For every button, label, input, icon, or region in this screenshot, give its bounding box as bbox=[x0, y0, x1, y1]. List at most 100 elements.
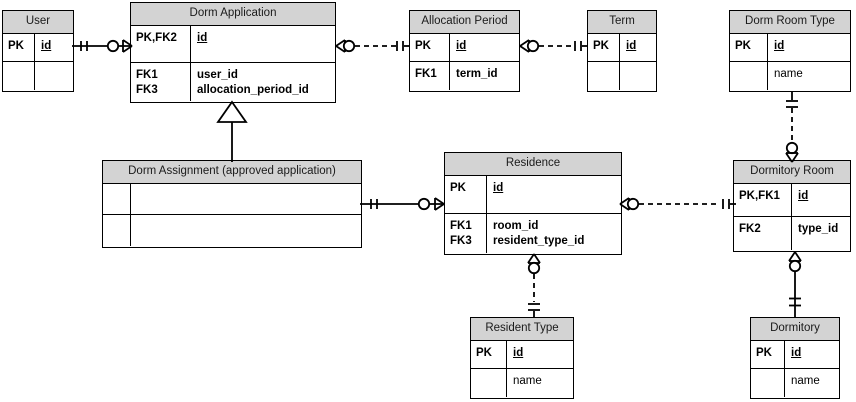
attribute-column-dorm-assignment-0 bbox=[131, 184, 361, 214]
key-column-dorm-room-type-0: PK bbox=[730, 33, 768, 61]
attribute-column-dorm-application-0: id bbox=[191, 26, 335, 63]
attribute-label: id bbox=[456, 39, 467, 52]
key-column-dormitory-room-0: PK,FK1 bbox=[734, 183, 792, 216]
connector-dorm-assignment-to-residence bbox=[358, 188, 448, 222]
key-column-term-0: PK bbox=[588, 33, 620, 61]
key-label: PK bbox=[476, 346, 492, 359]
key-label: FK3 bbox=[450, 234, 472, 247]
key-label: PK bbox=[593, 39, 609, 52]
attribute-label: name bbox=[513, 374, 542, 387]
key-column-allocation-period-1: FK1 bbox=[410, 61, 450, 91]
attribute-label: user_id bbox=[197, 69, 238, 82]
attribute-column-user-1 bbox=[35, 62, 73, 90]
entity-title-resident-type: Resident Type bbox=[471, 318, 573, 341]
attribute-label: id bbox=[791, 346, 802, 359]
key-label: FK3 bbox=[136, 83, 158, 96]
entity-title-user: User bbox=[3, 11, 73, 34]
key-column-dorm-application-0: PK,FK2 bbox=[131, 25, 191, 63]
key-label bbox=[735, 67, 763, 81]
entity-section-term-1 bbox=[588, 61, 656, 91]
attribute-column-allocation-period-1: term_id bbox=[450, 62, 519, 90]
entity-dorm-assignment[interactable]: Dorm Assignment (approved application) bbox=[102, 160, 362, 248]
key-label bbox=[593, 67, 615, 81]
attribute-column-resident-type-1: name bbox=[507, 369, 573, 397]
connector-user-to-dorm-application bbox=[70, 30, 136, 64]
entity-title-dorm-application: Dorm Application bbox=[131, 3, 335, 26]
connector-dormitory-room-to-dormitory bbox=[775, 250, 815, 320]
key-label: PK bbox=[735, 39, 751, 52]
entity-section-resident-type-0: PK id bbox=[471, 340, 573, 369]
key-label: PK,FK1 bbox=[739, 189, 780, 202]
attribute-label: id bbox=[774, 39, 785, 52]
key-label bbox=[108, 189, 126, 203]
entity-section-user-1 bbox=[3, 61, 73, 91]
entity-section-term-0: PK id bbox=[588, 33, 656, 62]
attribute-label bbox=[626, 67, 652, 81]
key-column-dormitory-1 bbox=[751, 368, 785, 398]
attribute-label: term_id bbox=[456, 67, 498, 80]
attribute-label bbox=[41, 67, 69, 81]
attribute-label: id bbox=[513, 346, 524, 359]
connector-dorm-room-type-to-dormitory-room bbox=[772, 90, 812, 164]
attribute-column-dormitory-room-0: id bbox=[792, 184, 850, 216]
entity-section-dorm-room-type-0: PK id bbox=[730, 33, 850, 62]
entity-section-allocation-period-1: FK1 term_id bbox=[410, 61, 519, 91]
entity-section-dormitory-1: name bbox=[751, 368, 839, 398]
attribute-column-allocation-period-0: id bbox=[450, 34, 519, 61]
attribute-column-user-0: id bbox=[35, 34, 73, 61]
attribute-label: id bbox=[493, 181, 504, 194]
key-label: PK bbox=[415, 39, 431, 52]
key-column-dormitory-room-1: FK2 bbox=[734, 216, 792, 251]
entity-section-user-0: PK id bbox=[3, 33, 73, 62]
attribute-label: id bbox=[798, 189, 809, 202]
key-label: FK1 bbox=[450, 220, 472, 233]
attribute-label: type_id bbox=[798, 222, 839, 235]
attribute-column-resident-type-0: id bbox=[507, 341, 573, 368]
key-label: PK bbox=[8, 39, 24, 52]
key-label: FK1 bbox=[136, 69, 158, 82]
attribute-label bbox=[137, 220, 357, 234]
key-label bbox=[756, 374, 780, 388]
attribute-label: name bbox=[774, 67, 803, 80]
attribute-column-dormitory-room-1: type_id bbox=[792, 217, 850, 250]
key-column-user-0: PK bbox=[3, 33, 35, 61]
attribute-column-dorm-room-type-1: name bbox=[768, 62, 850, 90]
entity-section-allocation-period-0: PK id bbox=[410, 33, 519, 62]
key-column-dorm-assignment-1 bbox=[103, 214, 131, 247]
key-label bbox=[476, 374, 502, 388]
attribute-column-dorm-room-type-0: id bbox=[768, 34, 850, 61]
key-column-user-1 bbox=[3, 61, 35, 91]
key-column-allocation-period-0: PK bbox=[410, 33, 450, 61]
attribute-column-term-0: id bbox=[620, 34, 656, 61]
connector-dorm-application-to-allocation-period bbox=[334, 30, 412, 64]
connector-dorm-assignment-inherits-dorm-application bbox=[210, 100, 254, 164]
entity-section-dorm-assignment-0 bbox=[103, 183, 361, 215]
attribute-column-term-1 bbox=[620, 62, 656, 90]
connector-residence-to-resident-type bbox=[514, 252, 554, 320]
entity-section-dormitory-room-1: FK2 type_id bbox=[734, 216, 850, 251]
entity-title-dormitory: Dormitory bbox=[751, 318, 839, 341]
attribute-column-dorm-assignment-1 bbox=[131, 215, 361, 246]
attribute-column-dormitory-1: name bbox=[785, 369, 839, 397]
key-column-resident-type-0: PK bbox=[471, 340, 507, 368]
attribute-column-dormitory-0: id bbox=[785, 341, 839, 368]
attribute-label: resident_type_id bbox=[493, 234, 585, 247]
key-label: FK1 bbox=[415, 67, 437, 80]
